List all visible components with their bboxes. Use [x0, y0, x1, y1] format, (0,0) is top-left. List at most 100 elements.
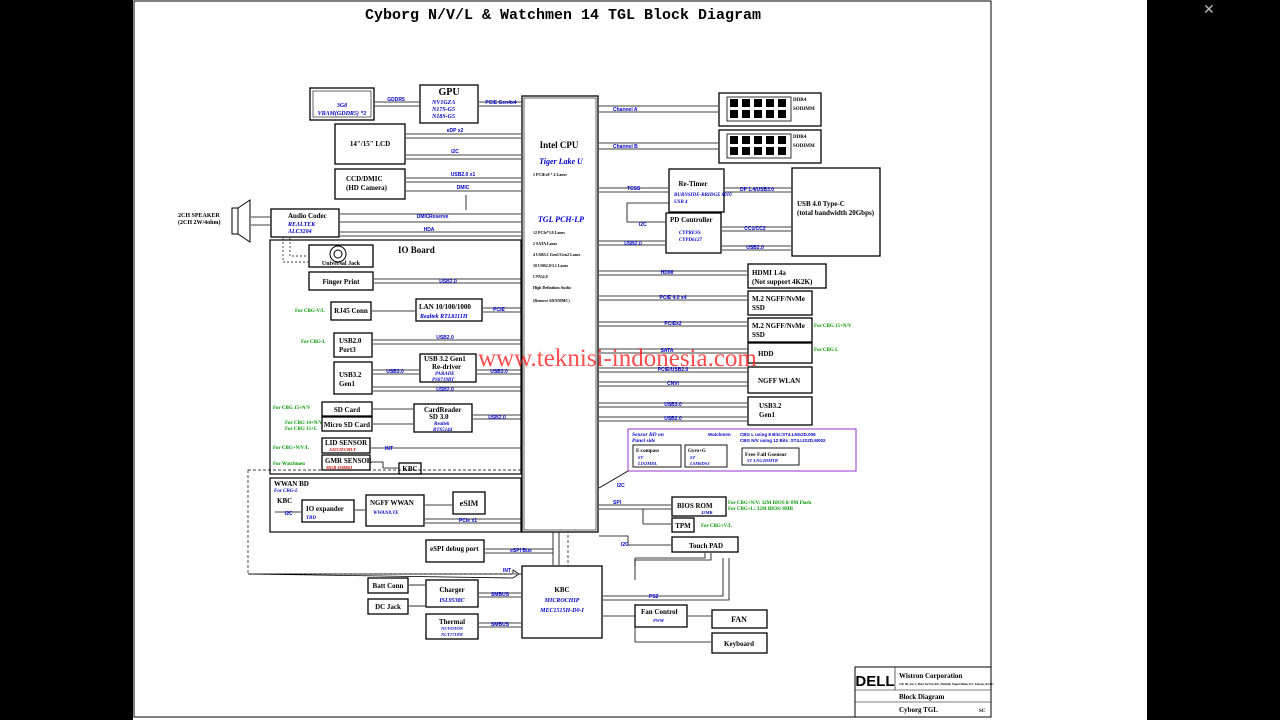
svg-text:SD Card: SD Card: [334, 406, 360, 414]
svg-text:32MB: 32MB: [700, 510, 713, 515]
dram-chip: [754, 147, 762, 155]
svg-text:For CBG+N/V/L: For CBG+N/V/L: [273, 446, 310, 451]
title-block: DELL Wistron Corporation 21F, 88, Sec.1,…: [854, 666, 995, 718]
svg-text:E-compass: E-compass: [636, 449, 659, 454]
svg-text:Intel CPU: Intel CPU: [540, 140, 579, 150]
svg-text:PCIe x1: PCIe x1: [459, 518, 477, 524]
svg-text:GMR SENSOR: GMR SENSOR: [325, 457, 373, 465]
cpu-block: Intel CPU Tiger Lake U 1 PCIEx8 * 4 Lane…: [521, 95, 599, 533]
speaker-icon: [231, 199, 251, 243]
svg-text:eSIM: eSIM: [460, 499, 479, 508]
thermal-block: Thermal NUVOTON NCT7718W: [425, 613, 479, 640]
svg-text:BIOS ROM: BIOS ROM: [677, 502, 713, 510]
svg-text:USB2.0: USB2.0: [624, 241, 642, 247]
svg-text:SPI: SPI: [613, 500, 622, 506]
svg-text:Watchmen: Watchmen: [708, 432, 731, 437]
svg-text:TPM: TPM: [675, 522, 691, 530]
svg-text:PCIE: PCIE: [493, 307, 505, 313]
dram-chip: [742, 110, 750, 118]
lid-sensor-block: LID SENSOR A3212ECHLT: [321, 437, 371, 454]
svg-text:Realtek RTL8111H: Realtek RTL8111H: [419, 314, 468, 320]
svg-text:PCIE/USB2.0: PCIE/USB2.0: [658, 367, 689, 373]
svg-text:For CBG-L: For CBG-L: [301, 340, 326, 345]
svg-text:For CBG-V/L: For CBG-V/L: [295, 309, 325, 314]
svg-text:N18S-G5: N18S-G5: [431, 114, 455, 120]
close-icon[interactable]: ✕: [1203, 2, 1215, 18]
svg-text:Batt Conn: Batt Conn: [373, 582, 404, 590]
svg-text:DMIC: DMIC: [457, 185, 470, 191]
esim-block: eSIM: [452, 491, 486, 515]
rj45-block: RJ45 Conn: [330, 301, 372, 321]
svg-text:Block Diagram: Block Diagram: [899, 693, 944, 701]
hdmi-block: HDMI 1.4a (Not support 4K2K): [747, 263, 827, 289]
dram-chip: [778, 99, 786, 107]
svg-text:For Watchmen: For Watchmen: [273, 462, 305, 467]
dram-chip: [742, 136, 750, 144]
svg-text:LIS2MDL: LIS2MDL: [637, 461, 658, 466]
io-expander-block: IO expander TBD: [301, 499, 355, 523]
svg-text:I2C: I2C: [451, 149, 459, 155]
sheet-frame: [133, 0, 992, 718]
watermark-text: www.teknisi-indonesia.com: [478, 345, 757, 372]
svg-text:IO expander: IO expander: [306, 505, 344, 513]
ngff-wwan-block: NGFF WWAN WWAN8.TE: [365, 494, 425, 527]
svg-text:Thermal: Thermal: [439, 618, 465, 626]
svg-text:I2C: I2C: [285, 511, 293, 517]
svg-text:PCIE 4.0 x4: PCIE 4.0 x4: [660, 295, 687, 301]
svg-text:Keyboard: Keyboard: [724, 640, 754, 648]
svg-text:For CBG-L: For CBG-L: [274, 489, 298, 494]
svg-text:Micro SD Card: Micro SD Card: [324, 421, 370, 429]
svg-text:USB3.0: USB3.0: [490, 369, 508, 375]
tpm-block: TPM: [671, 517, 695, 533]
svg-text:VRAM(GDDR5) *2: VRAM(GDDR5) *2: [318, 110, 367, 117]
svg-text:Panel side: Panel side: [632, 438, 656, 444]
pd-controller-block: PD Controller CYPRESS CYPD6127: [665, 212, 722, 254]
universal-jack-block: Universal Jack: [308, 244, 374, 268]
svg-text:eDP x2: eDP x2: [447, 128, 464, 134]
svg-text:CBG L using 8 Bits:ST4.LNG2D.0: CBG L using 8 Bits:ST4.LNG2D.006: [740, 432, 816, 437]
svg-text:CNVi2.0: CNVi2.0: [533, 274, 548, 279]
svg-text:DDR4: DDR4: [793, 98, 807, 103]
dc-jack-block: DC Jack: [367, 598, 409, 615]
diagram-title: Cyborg N/V/L & Watchmen 14 TGL Block Dia…: [365, 7, 761, 24]
svg-text:CYPD6127: CYPD6127: [679, 238, 703, 243]
svg-text:LAN 10/100/1000: LAN 10/100/1000: [419, 303, 471, 311]
svg-text:PS8719BT: PS8719BT: [432, 378, 455, 383]
dram-chip: [730, 110, 738, 118]
svg-text:ST: ST: [690, 455, 696, 460]
svg-text:eSPI debug port: eSPI debug port: [430, 545, 479, 553]
svg-text:2CH SPEAKER: 2CH SPEAKER: [178, 213, 221, 219]
hdd-block: HDD: [747, 342, 813, 364]
retimer-block: Re-Timer BURNSIDE-BRIDGE 8010 USB 4: [668, 168, 732, 213]
ddr4-slot-b: DDR4 SODIMM: [718, 129, 822, 164]
svg-text:ST LNG2DMTR: ST LNG2DMTR: [747, 458, 778, 463]
svg-text:SMBUS: SMBUS: [491, 592, 510, 598]
svg-text:MICROCHIP: MICROCHIP: [544, 598, 580, 604]
svg-text:For CBG+V/L: For CBG+V/L: [701, 524, 733, 529]
keyboard-block: Keyboard: [711, 632, 768, 654]
gpu-block: GPU NV1GZA N17S-G5 N18S-G5: [419, 84, 479, 124]
dram-chip: [778, 136, 786, 144]
svg-text:For CBG 14+N/V/L: For CBG 14+N/V/L: [285, 421, 328, 426]
svg-text:USB 3.2 Gen1: USB 3.2 Gen1: [424, 355, 466, 363]
svg-text:GDDR5: GDDR5: [387, 97, 405, 103]
svg-text:USB 4.0 Type-C: USB 4.0 Type-C: [797, 200, 845, 208]
svg-text:GPU: GPU: [438, 87, 459, 98]
svg-text:For CBG 15+N/V: For CBG 15+N/V: [273, 406, 311, 411]
svg-text:PD Controller: PD Controller: [670, 216, 712, 224]
svg-text:Gyro+G: Gyro+G: [688, 449, 706, 454]
svg-text:SSD: SSD: [752, 331, 765, 339]
svg-text:ALC3204: ALC3204: [287, 229, 312, 235]
svg-text:DC Jack: DC Jack: [375, 603, 401, 611]
sd-card-block: SD Card: [321, 401, 373, 417]
svg-text:USB3.0: USB3.0: [386, 369, 404, 375]
svg-text:Reserve: Reserve: [429, 214, 449, 220]
svg-text:(Not support 4K2K): (Not support 4K2K): [752, 278, 813, 286]
svg-text:For CBG 15+N/V: For CBG 15+N/V: [814, 324, 852, 329]
svg-text:N17S-G5: N17S-G5: [431, 107, 455, 113]
lcd-block: 14"/15" LCD: [334, 123, 406, 165]
svg-text:Audio Codec: Audio Codec: [288, 212, 327, 220]
wwan-bd-frame: [269, 477, 522, 533]
svg-text:Cyborg TGL: Cyborg TGL: [899, 706, 938, 714]
svg-text:USB2.0: USB2.0: [339, 337, 362, 345]
